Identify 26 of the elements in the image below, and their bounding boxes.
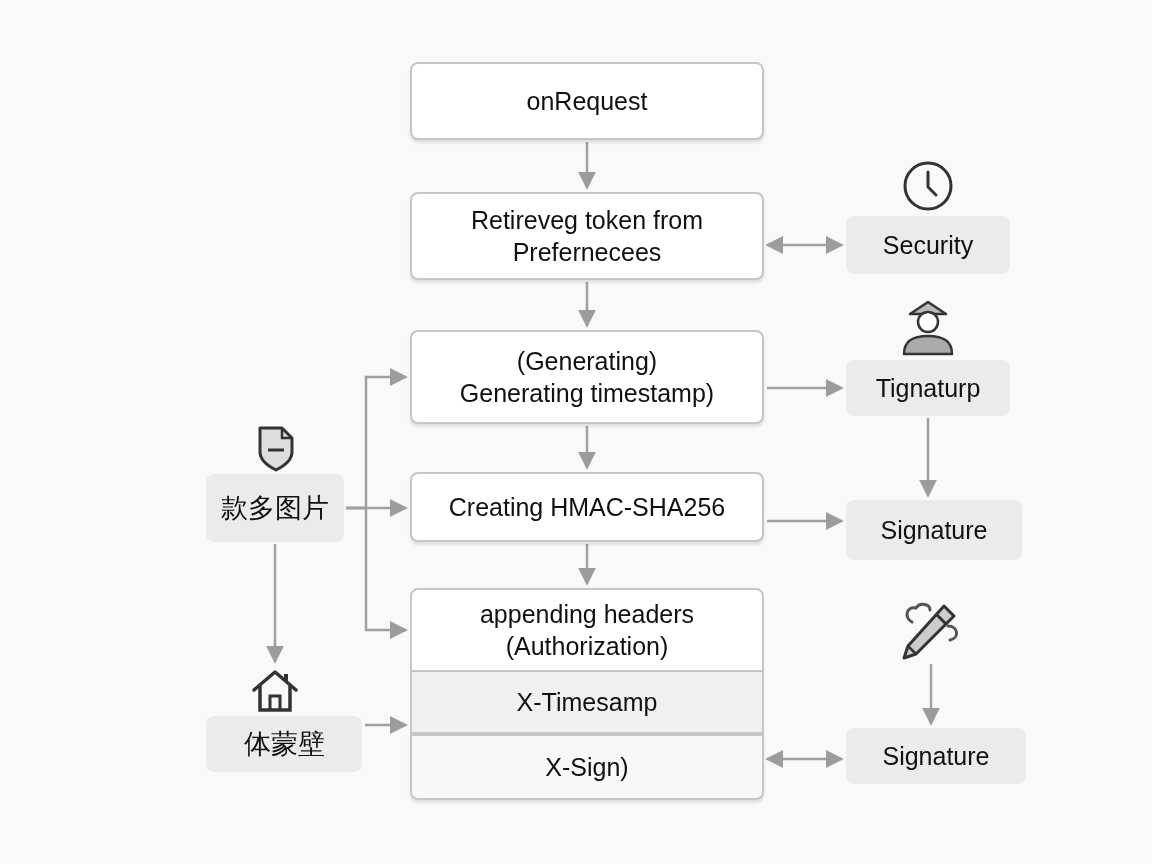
input-box: 款多图片 [206,474,344,542]
arrow [578,142,596,190]
double-arrow [765,750,844,768]
output-box: Signature [846,728,1026,784]
process-box: Retireveg token from Prefernecees [410,192,764,280]
process-box: onRequest [410,62,764,140]
header-row: X-Timesamp [410,672,764,734]
arrow [578,282,596,328]
process-box: (Generating) Generating timestamp) [410,330,764,424]
arrow [578,544,596,586]
header-row: X-Sign) [410,734,764,800]
header-box: appending headers (Authorization) [410,588,764,672]
arrow [919,418,937,498]
arrow [578,426,596,470]
arrow [266,544,284,664]
arrow [365,716,408,734]
input-box: 体蒙壁 [206,716,362,772]
arrow [767,379,844,397]
output-box: Tignaturp [846,360,1010,416]
arrow [346,506,408,639]
arrow [922,664,940,726]
output-box: Security [846,216,1010,274]
process-box: Creating HMAC-SHA256 [410,472,764,542]
arrow [767,512,844,530]
output-box: Signature [846,500,1022,560]
double-arrow [765,236,844,254]
